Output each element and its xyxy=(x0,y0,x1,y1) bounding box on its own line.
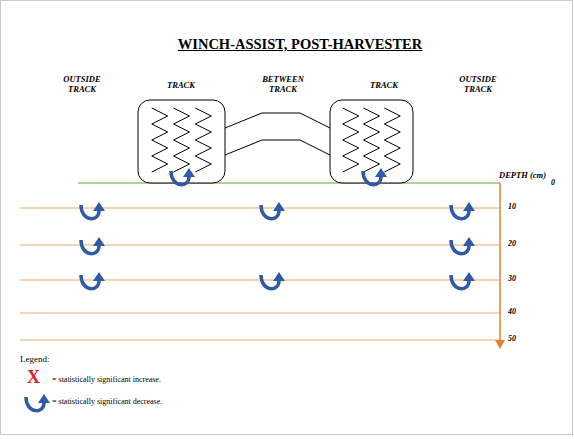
depth-tick: 20 xyxy=(508,239,516,249)
depth-line xyxy=(20,313,500,314)
legend-increase-symbol: X xyxy=(27,367,40,389)
track-illustration xyxy=(330,100,413,183)
depth-line xyxy=(20,340,500,341)
decrease-symbol xyxy=(81,272,105,289)
decrease-symbol xyxy=(171,168,195,185)
column-header: TRACK xyxy=(370,80,398,90)
legend-text: = statistically significant increase. xyxy=(52,375,161,385)
legend-text: = statistically significant decrease. xyxy=(52,397,162,407)
legend-decrease-symbol xyxy=(26,394,50,411)
ground-line xyxy=(78,182,500,183)
legend-heading: Legend: xyxy=(20,354,50,365)
decrease-symbol xyxy=(81,237,105,254)
decrease-symbol xyxy=(451,272,475,289)
depth-tick: 50 xyxy=(508,334,516,344)
decrease-symbol xyxy=(451,237,475,254)
decrease-symbol xyxy=(81,202,105,219)
decrease-symbol xyxy=(451,202,475,219)
decrease-symbol xyxy=(261,202,285,219)
depth-tick: 0 xyxy=(551,178,555,188)
column-header: TRACK xyxy=(167,80,195,90)
diagram-title: WINCH-ASSIST, POST-HARVESTER xyxy=(178,36,422,53)
machine-frame xyxy=(225,113,330,155)
depth-axis xyxy=(499,183,501,342)
column-header: OUTSIDE TRACK xyxy=(450,74,506,94)
depth-tick: 10 xyxy=(508,202,516,212)
depth-line xyxy=(20,245,500,246)
decrease-symbol xyxy=(363,168,387,185)
decrease-symbol xyxy=(261,272,285,289)
column-header: OUTSIDE TRACK xyxy=(54,74,110,94)
depth-tick: 40 xyxy=(508,307,516,317)
depth-axis-head xyxy=(495,340,505,349)
column-header: BETWEEN TRACK xyxy=(254,74,312,94)
depth-tick: 30 xyxy=(508,274,516,284)
track-illustration xyxy=(138,100,225,183)
axis-title: DEPTH (cm) xyxy=(499,170,546,180)
